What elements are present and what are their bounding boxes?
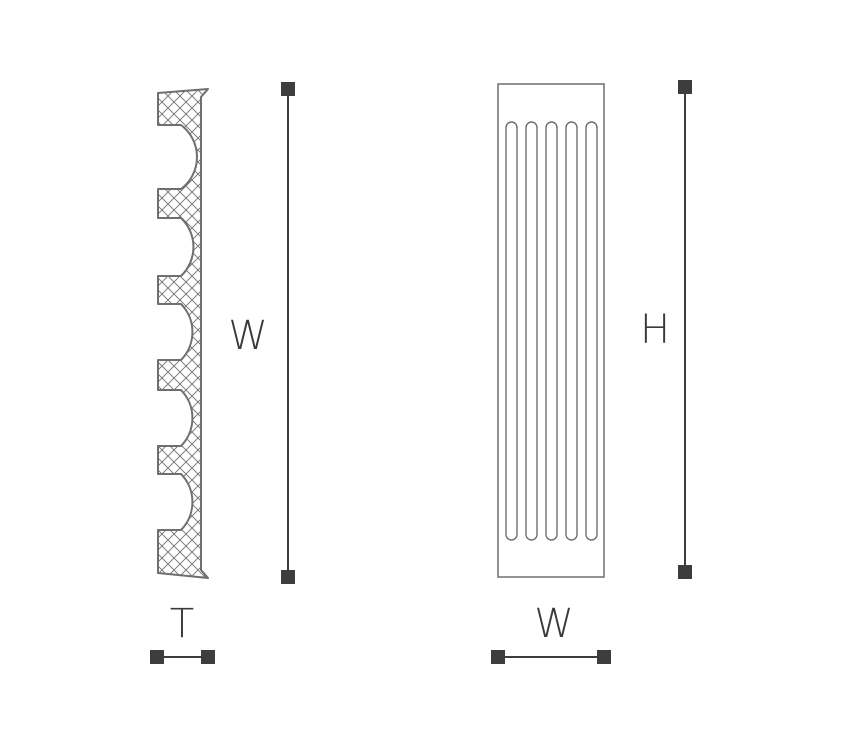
dimension-terminal-top: [678, 80, 692, 94]
dimension-terminal-bottom: [678, 565, 692, 579]
profile-thickness-label: T: [170, 601, 194, 647]
profile-height-dimension: W: [228, 82, 295, 584]
front-width-label: W: [534, 601, 574, 647]
front-height-label: H: [640, 307, 670, 353]
dimension-terminal-top: [281, 82, 295, 96]
front-height-dimension: H: [640, 80, 692, 579]
dimension-terminal-right: [201, 650, 215, 664]
flute-1: [505, 121, 518, 541]
flute-4: [565, 121, 578, 541]
profile-height-label: W: [228, 313, 268, 359]
front-flutes: [505, 121, 598, 541]
profile-view: W T: [150, 82, 295, 664]
profile-section-shape: [157, 88, 209, 579]
front-view: H W: [491, 80, 692, 664]
dimension-terminal-right: [597, 650, 611, 664]
front-width-dimension: W: [491, 601, 611, 664]
dimension-terminal-left: [150, 650, 164, 664]
dimension-terminal-bottom: [281, 570, 295, 584]
flute-3: [545, 121, 558, 541]
front-panel-outline: [497, 83, 605, 578]
flute-2: [525, 121, 538, 541]
profile-thickness-dimension: T: [150, 601, 215, 664]
flute-5: [585, 121, 598, 541]
dimension-terminal-left: [491, 650, 505, 664]
